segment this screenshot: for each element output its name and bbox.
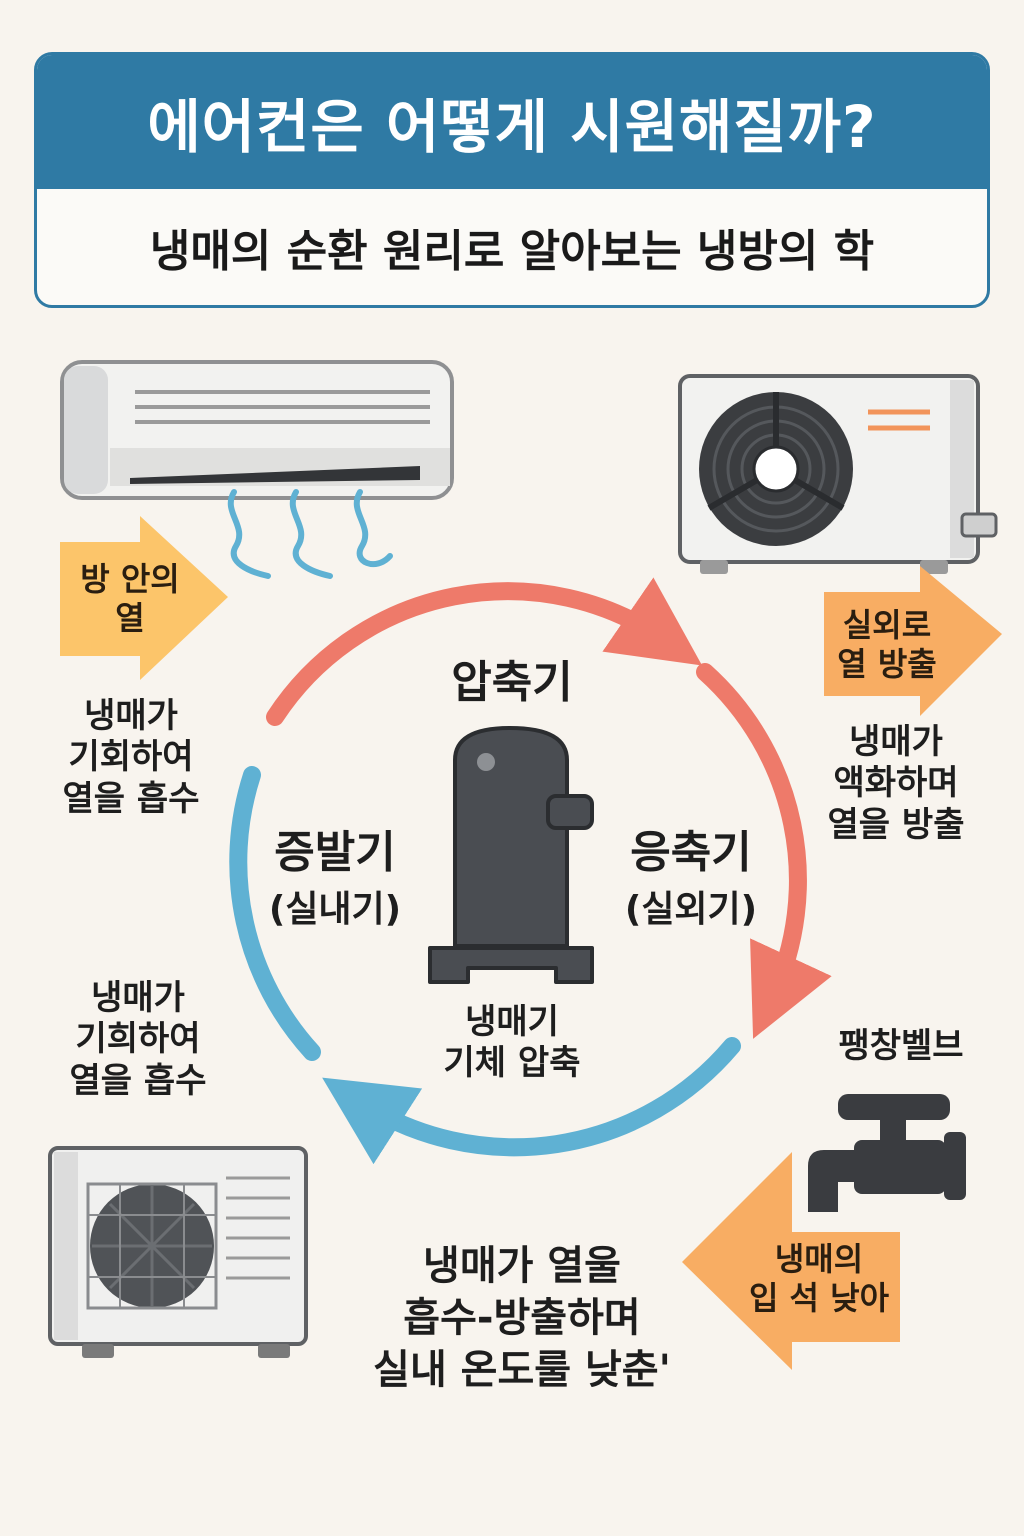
page-title: 에어컨은 어떻게 시원해질까?: [37, 55, 987, 189]
room-heat-arrow-text: 방 안의 열: [80, 560, 180, 638]
left-description-top: 냉매가 기회하여 열을 흡수: [62, 696, 200, 819]
cold-arc-bottom: [322, 1037, 741, 1165]
outdoor-unit-bottom-icon: [48, 1146, 308, 1358]
hot-arc-right: [696, 663, 832, 1039]
cold-air-waves-icon: [227, 489, 393, 579]
indoor-ac-unit-icon: [60, 360, 454, 500]
hot-arc-top: [266, 577, 703, 726]
pressure-drop-arrow: [682, 1152, 900, 1370]
room-heat-arrow: [60, 516, 228, 680]
condenser-sublabel: (실외기): [624, 889, 758, 930]
heat-release-arrow: [824, 566, 1002, 716]
compressor-icon: [428, 725, 594, 984]
compressor-description: 냉매기 기체 압축: [443, 1002, 581, 1084]
left-description-bottom: 냉매가 기희하여 열을 흡수: [69, 978, 207, 1101]
cold-arc-left: [229, 766, 321, 1061]
expansion-valve-label: 팽창벨브: [838, 1026, 964, 1066]
outdoor-unit-icon: [678, 374, 998, 574]
evaporator-sublabel: (실내기): [268, 889, 402, 930]
header-card: 에어컨은 어떻게 시원해질까? 냉매의 순환 원리로 알아보는 냉방의 학: [34, 52, 990, 308]
condenser-label: 응축기: [630, 827, 752, 878]
bottom-summary: 냉매가 열울 흡수-방출하며 실내 온도룰 낮춘': [373, 1243, 671, 1393]
evaporator-label: 증발기: [274, 827, 396, 878]
heat-release-arrow-text: 실외로 열 방출: [837, 606, 937, 684]
page-subtitle: 냉매의 순환 원리로 알아보는 냉방의 학: [149, 226, 875, 277]
expansion-valve-icon: [808, 1094, 966, 1212]
pressure-drop-arrow-text: 냉매의 입 석 낮아: [748, 1240, 890, 1318]
right-description: 냉매가 액화하며 열을 방출: [827, 722, 965, 845]
compressor-label: 압축기: [451, 657, 573, 708]
